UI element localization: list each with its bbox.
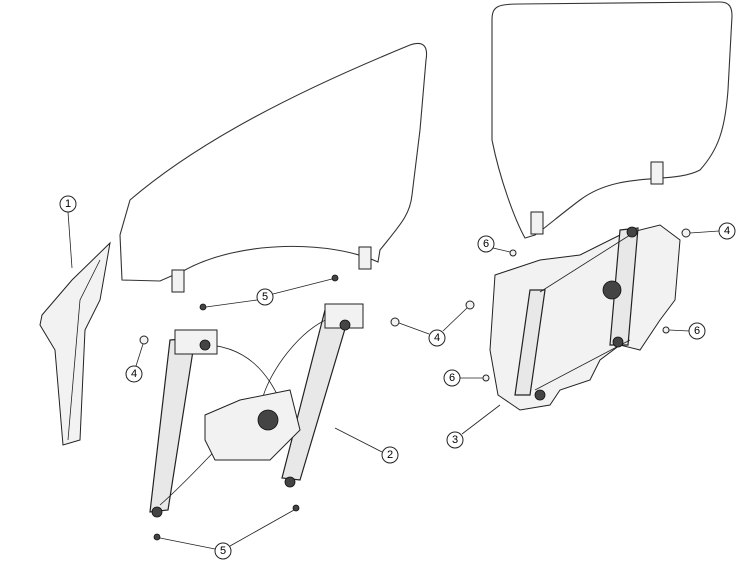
bolt-4 <box>465 300 475 310</box>
leader-lines <box>67 211 720 550</box>
callout-6: 6 <box>688 322 706 340</box>
svg-text:5: 5 <box>220 545 226 557</box>
callout-6: 6 <box>443 369 461 387</box>
svg-text:3: 3 <box>452 434 458 446</box>
mirror-patch-part <box>39 241 111 446</box>
svg-text:2: 2 <box>387 449 393 461</box>
svg-text:4: 4 <box>724 225 730 237</box>
callout-6: 6 <box>477 235 495 253</box>
rear-door-glass <box>491 1 733 239</box>
svg-text:6: 6 <box>483 238 489 250</box>
bolt-4 <box>681 228 691 238</box>
svg-text:4: 4 <box>434 332 440 344</box>
callout-4: 4 <box>428 329 446 347</box>
front-door-glass <box>119 42 428 293</box>
callout-4: 4 <box>125 365 143 383</box>
svg-text:4: 4 <box>131 368 137 380</box>
svg-text:5: 5 <box>262 291 268 303</box>
fasteners <box>139 228 691 541</box>
screw-6 <box>482 374 490 382</box>
svg-text:6: 6 <box>449 372 455 384</box>
nut-5 <box>199 303 207 311</box>
screw-6 <box>509 249 517 257</box>
callout-5: 5 <box>256 288 274 306</box>
callout-2: 2 <box>381 446 399 464</box>
svg-text:1: 1 <box>65 198 71 210</box>
callout-1: 1 <box>59 195 77 213</box>
rear-door-module <box>489 224 681 411</box>
callout-4: 4 <box>718 222 736 240</box>
nut-5 <box>153 533 161 541</box>
svg-text:6: 6 <box>694 325 700 337</box>
callout-5: 5 <box>214 542 232 560</box>
nut-5 <box>292 504 300 512</box>
callout-3: 3 <box>446 431 464 449</box>
front-window-regulator <box>149 303 364 518</box>
screw-6 <box>662 326 670 334</box>
nut-5 <box>331 274 339 282</box>
bolt-4 <box>390 317 400 327</box>
bolt-4 <box>139 335 149 345</box>
